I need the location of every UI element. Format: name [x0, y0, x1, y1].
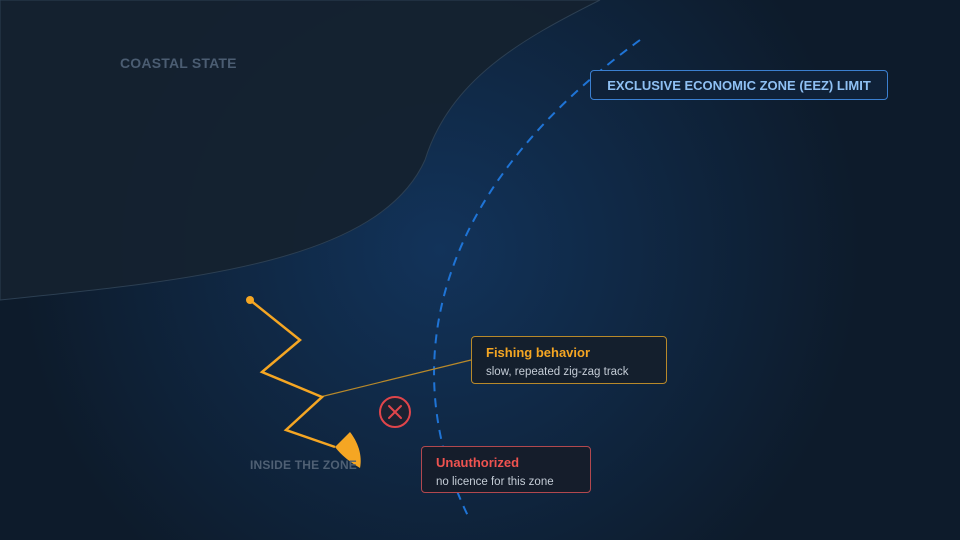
fishing-callout-subtitle: slow, repeated zig-zag track: [486, 366, 629, 378]
fishing-track: [249, 299, 336, 449]
eez-limit-label: EXCLUSIVE ECONOMIC ZONE (EEZ) LIMIT: [590, 70, 888, 100]
fishing-behavior-callout: Fishing behavior slow, repeated zig-zag …: [471, 336, 667, 384]
violation-x-icon: [379, 396, 411, 428]
eez-limit-line: [433, 39, 641, 521]
vessel-icon: [335, 432, 361, 468]
unauthorized-callout-subtitle: no licence for this zone: [436, 476, 554, 488]
coastal-state-label: COASTAL STATE: [120, 55, 237, 71]
track-start-point: [246, 296, 254, 304]
fishing-callout-connector: [319, 359, 472, 398]
fishing-callout-title: Fishing behavior: [486, 345, 591, 360]
unauthorized-callout-title: Unauthorized: [436, 455, 520, 470]
unauthorized-callout: Unauthorized no licence for this zone: [421, 446, 591, 493]
coastal-state-land: [0, 0, 601, 301]
inside-zone-label: INSIDE THE ZONE: [250, 458, 358, 472]
